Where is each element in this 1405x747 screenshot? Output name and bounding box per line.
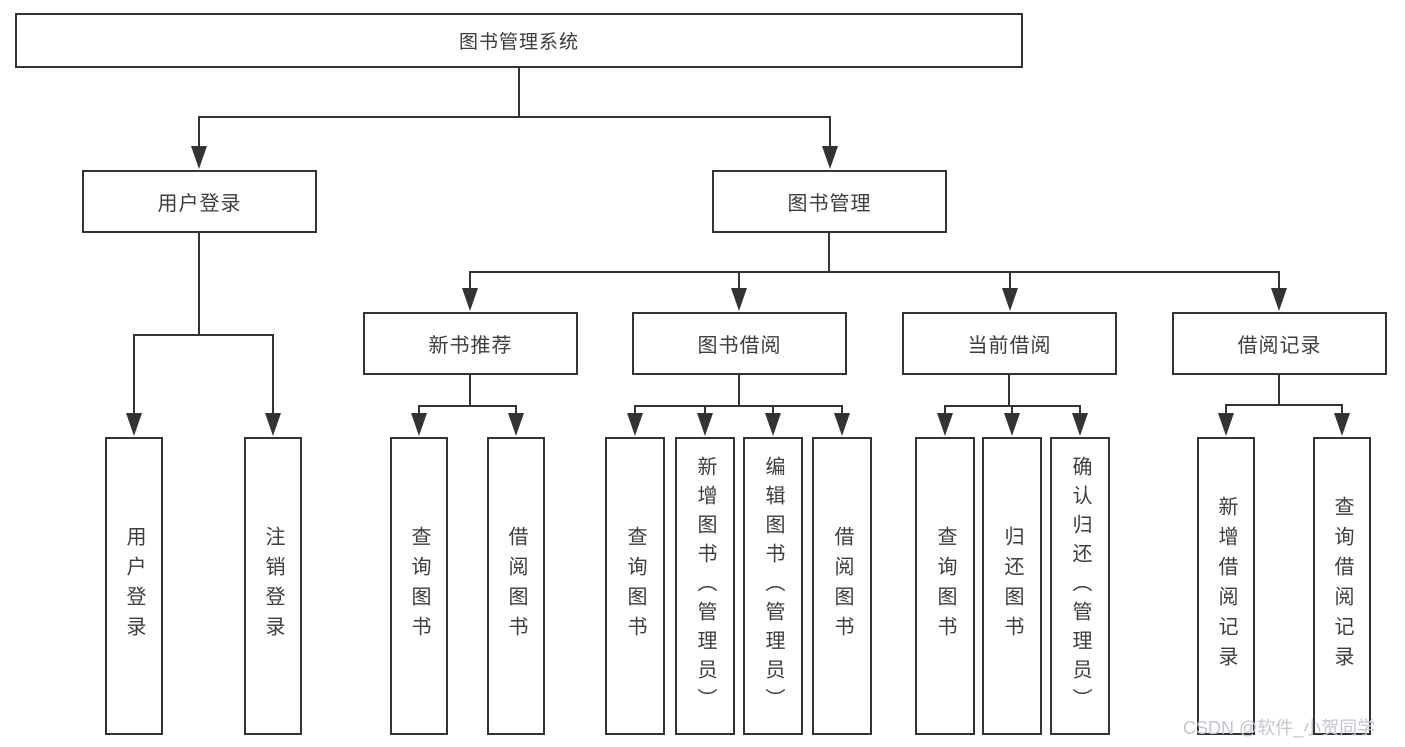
node-root-system: 图书管理系统 — [15, 13, 1023, 68]
leaf-br-add-record-label: 新增借阅记录 — [1215, 496, 1237, 676]
node-current-borrowing-label: 当前借阅 — [967, 335, 1052, 357]
node-current-borrowing: 当前借阅 — [902, 312, 1117, 375]
node-new-book-recommendation: 新书推荐 — [363, 312, 578, 375]
leaf-cb-query-books: 查询图书 — [915, 437, 975, 735]
node-new-book-recommendation-label: 新书推荐 — [428, 335, 513, 357]
node-book-management-label: 图书管理 — [787, 193, 872, 215]
leaf-logout-label: 注销登录 — [262, 526, 284, 646]
leaf-bb-query-books-label: 查询图书 — [624, 526, 646, 646]
leaf-cb-return-books-label: 归还图书 — [1001, 526, 1023, 646]
leaf-br-query-record-label: 查询借阅记录 — [1331, 496, 1353, 676]
leaf-nbr-query-books: 查询图书 — [390, 437, 448, 735]
leaf-cb-confirm-return-admin-label: 确认归还（管理员） — [1069, 455, 1091, 717]
node-book-management: 图书管理 — [712, 170, 947, 233]
node-borrowing-records-label: 借阅记录 — [1237, 335, 1322, 357]
leaf-cb-query-books-label: 查询图书 — [934, 526, 956, 646]
leaf-user-login: 用户登录 — [105, 437, 163, 735]
leaf-nbr-query-books-label: 查询图书 — [408, 526, 430, 646]
leaf-nbr-borrow-books-label: 借阅图书 — [505, 526, 527, 646]
leaf-nbr-borrow-books: 借阅图书 — [487, 437, 545, 735]
node-user-login: 用户登录 — [82, 170, 317, 233]
leaf-bb-add-books-admin: 新增图书（管理员） — [675, 437, 735, 735]
leaf-cb-return-books: 归还图书 — [982, 437, 1042, 735]
node-book-borrowing-label: 图书借阅 — [697, 335, 782, 357]
node-user-login-label: 用户登录 — [157, 193, 242, 215]
leaf-br-add-record: 新增借阅记录 — [1197, 437, 1255, 735]
leaf-br-query-record: 查询借阅记录 — [1313, 437, 1371, 735]
leaf-bb-borrow-books-label: 借阅图书 — [831, 526, 853, 646]
leaf-user-login-label: 用户登录 — [123, 526, 145, 646]
node-book-borrowing: 图书借阅 — [632, 312, 847, 375]
node-root-label: 图书管理系统 — [458, 32, 579, 53]
leaf-bb-borrow-books: 借阅图书 — [812, 437, 872, 735]
csdn-watermark: CSDN @软件_小贺同学 — [1183, 718, 1376, 738]
leaf-bb-edit-books-admin-label: 编辑图书（管理员） — [762, 455, 784, 717]
leaf-cb-confirm-return-admin: 确认归还（管理员） — [1050, 437, 1110, 735]
node-borrowing-records: 借阅记录 — [1172, 312, 1387, 375]
leaf-bb-edit-books-admin: 编辑图书（管理员） — [743, 437, 803, 735]
leaf-bb-add-books-admin-label: 新增图书（管理员） — [694, 455, 716, 717]
leaf-logout: 注销登录 — [244, 437, 302, 735]
leaf-bb-query-books: 查询图书 — [605, 437, 665, 735]
